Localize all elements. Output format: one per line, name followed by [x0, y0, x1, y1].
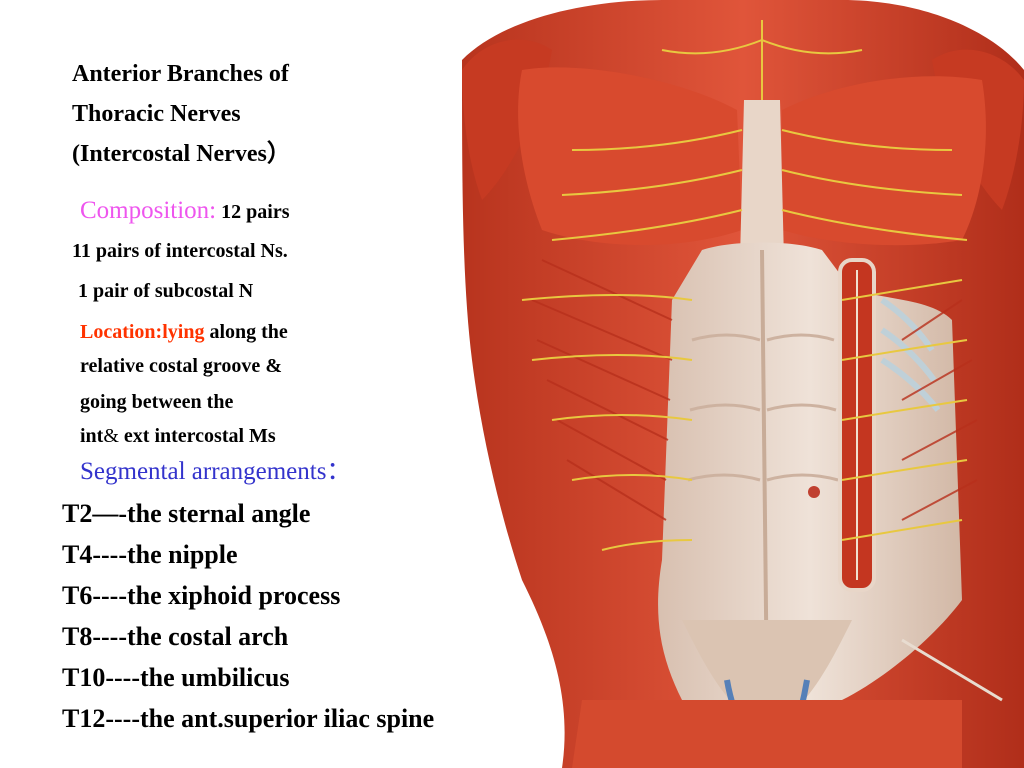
anatomy-illustration	[462, 0, 1024, 768]
segmental-item-t2: T2—-the sternal angle	[62, 499, 311, 528]
location-label: Location:lying	[80, 321, 205, 343]
composition-intercostal: 11 pairs of intercostal Ns.	[72, 240, 288, 262]
title-line-2: Thoracic Nerves	[72, 101, 241, 127]
title-line-1: Anterior Branches of	[72, 61, 289, 87]
location-text-1: along the	[204, 321, 288, 343]
composition-row: Composition: 12 pairs	[80, 198, 289, 223]
inguinal-region	[682, 620, 852, 720]
sternum	[740, 100, 784, 260]
location-amp: &	[103, 425, 119, 447]
composition-subcostal: 1 pair of subcostal N	[78, 280, 254, 302]
composition-label: Composition:	[80, 197, 217, 224]
oblique-fibers	[531, 259, 978, 521]
composition-value: 12 pairs	[216, 201, 290, 223]
location-row-3: going between the	[80, 391, 234, 413]
rectus-segments	[687, 333, 839, 482]
title-line-3: (Intercostal Nerves）	[72, 141, 291, 167]
segmental-item-t10: T10----the umbilicus	[62, 663, 290, 692]
segmental-item-t12: T12----the ant.superior iliac spine	[62, 704, 435, 733]
segmental-item-t8: T8----the costal arch	[62, 622, 289, 651]
segmental-label: Segmental arrangements：	[80, 458, 352, 485]
location-row-4: int& ext intercostal Ms	[80, 426, 276, 446]
probe	[901, 638, 1003, 702]
location-row-2: relative costal groove &	[80, 355, 282, 377]
torso-figure-svg	[462, 0, 1024, 768]
location-row-1: Location:lying along the	[80, 322, 288, 342]
location-text-5: ext intercostal Ms	[118, 425, 276, 447]
thigh	[572, 700, 962, 768]
umbilicus	[808, 486, 820, 498]
segmental-item-t4: T4----the nipple	[62, 540, 238, 569]
right-pectoral	[782, 76, 986, 246]
location-text-4: int	[80, 425, 104, 447]
segmental-item-t6: T6----the xiphoid process	[62, 581, 341, 610]
intercostal-nerves	[521, 20, 968, 551]
abdominal-wall	[658, 242, 962, 700]
left-pectoral	[518, 67, 742, 245]
